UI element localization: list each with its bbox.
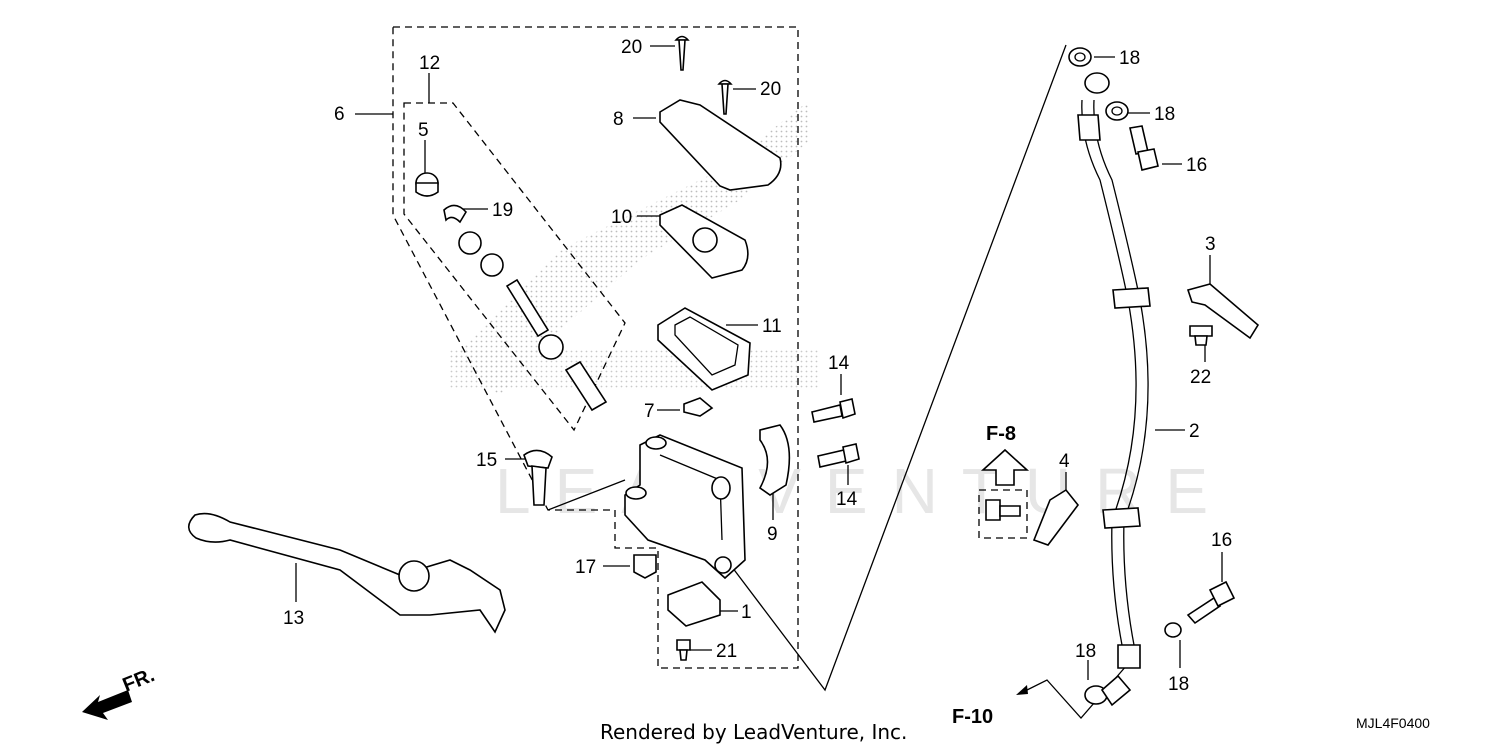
label-12: 12 (419, 53, 440, 74)
ref-f8: F-8 (986, 423, 1016, 445)
bracket-3 (1186, 283, 1260, 340)
footer-credit: Rendered by LeadVenture, Inc. (600, 720, 907, 744)
label-10: 10 (611, 207, 632, 228)
diagram-code: MJL4F0400 (1356, 715, 1430, 731)
diaphragm (657, 307, 751, 391)
screw-21 (676, 639, 691, 661)
label-9: 9 (767, 524, 778, 545)
hose-guide-4 (1032, 488, 1080, 546)
label-13: 13 (283, 608, 304, 629)
label-18-fourth: 18 (1168, 674, 1189, 695)
front-label: FR. (120, 664, 158, 696)
clip-7 (683, 397, 714, 417)
bolt-16-lower (1186, 580, 1236, 625)
label-18-top: 18 (1119, 48, 1140, 69)
pivot-bolt-15 (523, 449, 553, 506)
label-5: 5 (418, 120, 429, 141)
piston-kit-outline (403, 102, 626, 432)
leader-lines (295, 44, 1223, 719)
label-20-top: 20 (621, 37, 642, 58)
bolt-22 (1189, 325, 1213, 346)
label-7: 7 (644, 401, 655, 422)
nut-17 (633, 554, 657, 579)
label-18-second: 18 (1154, 104, 1175, 125)
piston-kit-parts (415, 172, 608, 412)
f8-arrow (980, 448, 1030, 486)
brake-lever (187, 512, 506, 634)
assembly-outline (392, 26, 799, 669)
cap-plate-hole (692, 227, 718, 253)
label-1: 1 (741, 602, 752, 623)
ref-f10: F-10 (952, 706, 993, 728)
label-17: 17 (575, 557, 596, 578)
label-18-third: 18 (1075, 641, 1096, 662)
label-14-upper: 14 (828, 353, 850, 374)
label-21: 21 (716, 641, 737, 662)
bolt-14-lower (817, 443, 860, 468)
screw-20-top (674, 35, 690, 71)
watermark-text: LEADVENTURE (495, 455, 1232, 527)
label-16-upper: 16 (1186, 155, 1207, 176)
label-3: 3 (1205, 234, 1216, 255)
label-20-second: 20 (760, 79, 781, 100)
bolt-16-upper (1129, 125, 1159, 171)
front-arrow-icon (82, 690, 132, 720)
reservoir-cap (659, 99, 782, 191)
label-4: 4 (1059, 451, 1070, 472)
label-6: 6 (334, 104, 345, 125)
label-2: 2 (1189, 421, 1200, 442)
f8-box (978, 489, 1028, 539)
lever-adjuster (398, 560, 430, 592)
brake-switch (667, 581, 721, 627)
holder-9 (758, 424, 791, 496)
label-15: 15 (476, 450, 497, 471)
bolt-f8 (985, 499, 1021, 521)
label-14-lower: 14 (836, 489, 858, 510)
label-16-lower: 16 (1211, 530, 1232, 551)
brake-hose (1077, 99, 1151, 669)
label-19: 19 (492, 200, 513, 221)
label-22: 22 (1190, 367, 1211, 388)
label-8: 8 (613, 109, 624, 130)
screw-20-second (717, 79, 733, 115)
washers-18 (1068, 47, 1182, 707)
label-11: 11 (762, 316, 782, 337)
bolt-14-upper (811, 398, 856, 423)
